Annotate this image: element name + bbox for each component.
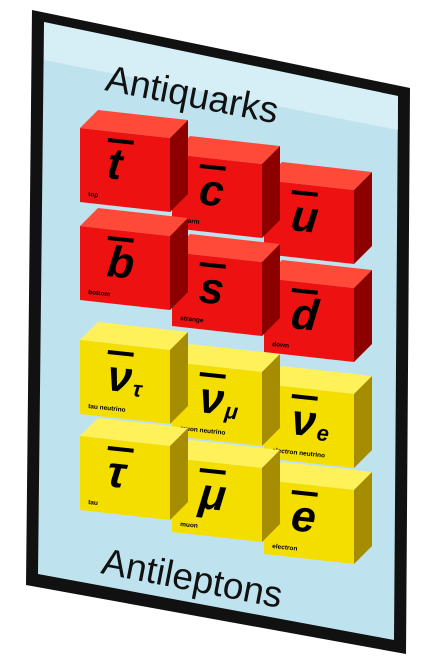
particle-symbol: c — [197, 165, 226, 216]
particle-symbol: s — [197, 263, 226, 314]
particle-name: tau — [88, 499, 98, 507]
particle-symbol: b — [105, 237, 137, 289]
particle-subscript: e — [315, 420, 330, 446]
particle-symbol: e — [289, 491, 318, 542]
particle-symbol: u — [289, 191, 321, 243]
particle-name: top — [88, 191, 99, 199]
quark-cube: uup — [264, 162, 372, 264]
particle-subscript: μ — [222, 398, 239, 424]
